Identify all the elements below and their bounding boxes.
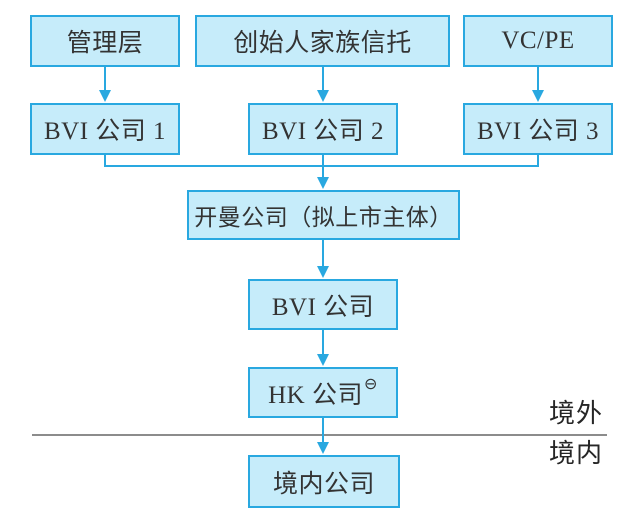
node-domestic-company-label: 境内公司 [272,470,375,498]
footnote-marker-icon: ⊖ [363,373,378,393]
joint-connector-bvi-row [104,155,539,167]
node-bvi-company-label: BVI 公司 [271,293,375,321]
node-bvi-company: BVI 公司 [248,279,398,330]
node-bvi-company-2-label: BVI 公司 2 [261,118,385,145]
node-domestic-company: 境内公司 [248,455,400,508]
node-founder-family-trust-label: 创始人家族信托 [233,30,412,57]
node-hk-company: HK 公司⊖ [248,367,398,418]
offshore-region-label: 境外 [548,399,603,428]
node-cayman-listing-entity: 开曼公司（拟上市主体） [187,190,460,240]
node-cayman-listing-entity-label: 开曼公司（拟上市主体） [194,205,453,230]
node-bvi-company-3-label: BVI 公司 3 [476,118,600,145]
node-vc-pe-label: VC/PE [501,27,575,54]
node-bvi-company-1-label: BVI 公司 1 [43,118,167,145]
node-management: 管理层 [30,15,180,67]
node-hk-company-label: HK 公司 [268,381,363,409]
node-bvi-company-2: BVI 公司 2 [248,103,398,155]
node-founder-family-trust: 创始人家族信托 [195,15,450,67]
onshore-region-label: 境内 [548,439,603,468]
node-management-label: 管理层 [66,30,144,57]
node-vc-pe: VC/PE [463,15,613,67]
node-bvi-company-3: BVI 公司 3 [463,103,613,155]
node-bvi-company-1: BVI 公司 1 [30,103,180,155]
